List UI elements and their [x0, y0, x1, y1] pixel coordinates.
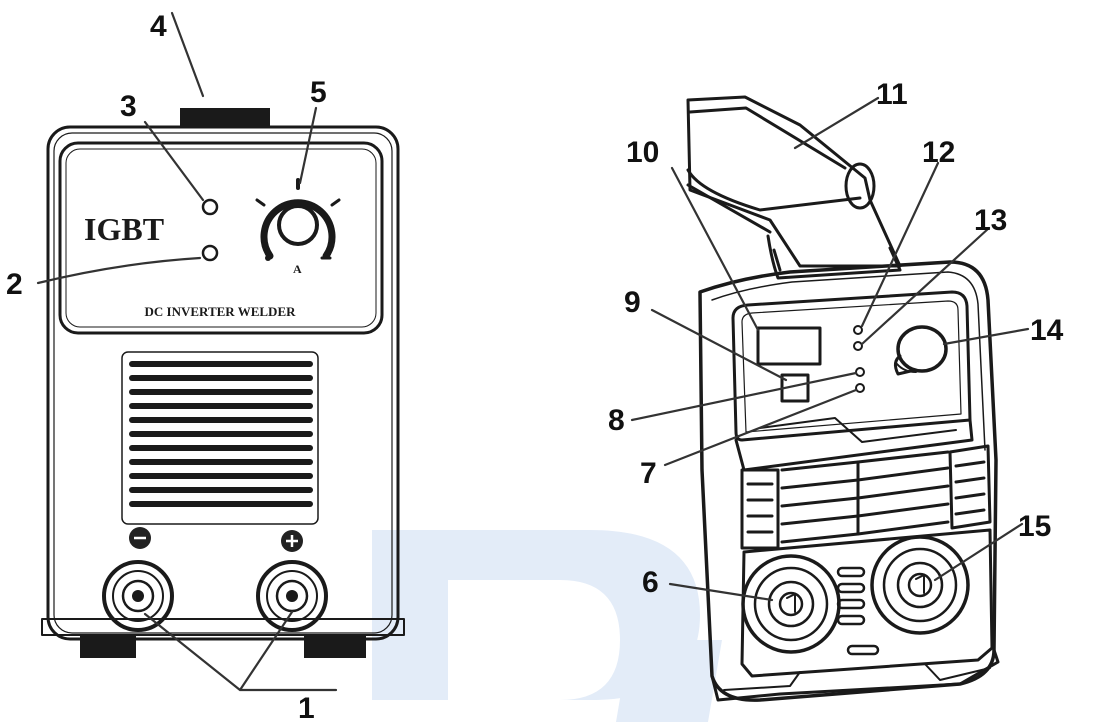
leader-14 — [942, 327, 1030, 346]
leader-8 — [630, 371, 858, 422]
leader-7 — [663, 388, 858, 467]
terminal-recess — [740, 528, 994, 678]
indicator-light-upper — [201, 198, 219, 216]
foot-right — [304, 636, 366, 658]
callout-12: 12 — [922, 136, 955, 169]
front-view-welder: IGBT DC INVERTER WELDER A — [41, 108, 405, 658]
indicator-light-8 — [855, 367, 865, 377]
front-control-panel — [58, 141, 384, 335]
callout-numbers: 1 2 3 4 5 6 7 8 9 10 11 12 13 14 15 — [6, 10, 1064, 722]
leader-11 — [793, 96, 880, 150]
indicator-light-13 — [853, 341, 863, 351]
output-terminal-negative — [102, 560, 174, 632]
callout-8: 8 — [608, 404, 625, 437]
panel-chamfer-ridge — [759, 417, 957, 443]
negative-polarity-icon — [129, 527, 151, 549]
top-handle — [180, 108, 270, 128]
middle-connector-slots — [836, 566, 880, 656]
output-terminal-positive — [256, 560, 328, 632]
callout-11: 11 — [876, 78, 908, 111]
callout-2: 2 — [6, 268, 23, 301]
panel-chamfer — [734, 418, 974, 472]
leader-2 — [36, 256, 202, 285]
side-vent-louvers — [740, 444, 992, 550]
callout-4: 4 — [150, 10, 167, 43]
brand-label: IGBT — [84, 211, 164, 247]
callout-7: 7 — [640, 457, 657, 490]
indicator-light-7 — [855, 383, 865, 393]
foot-left — [80, 636, 136, 658]
perspective-base-feet — [723, 663, 991, 691]
callout-10: 10 — [626, 136, 659, 169]
welder-body-inner-edge — [53, 132, 393, 634]
callout-3: 3 — [120, 90, 137, 123]
leader-15 — [933, 522, 1024, 582]
leader-9 — [650, 308, 788, 382]
leader-1 — [143, 610, 338, 692]
callout-5: 5 — [310, 76, 327, 109]
perspective-view-welder — [686, 95, 1000, 702]
model-label: DC INVERTER WELDER — [145, 304, 297, 319]
current-knob-14 — [893, 325, 948, 376]
base-strip — [41, 618, 405, 636]
leader-10 — [670, 166, 760, 332]
perspective-body-inner-edge — [711, 271, 986, 451]
callout-13: 13 — [974, 204, 1007, 237]
leader-6 — [668, 582, 774, 602]
indicator-light-lower — [201, 244, 219, 262]
indicator-light-12 — [853, 325, 863, 335]
callout-14: 14 — [1030, 314, 1064, 347]
carry-strap — [686, 95, 902, 280]
callout-leader-lines — [36, 11, 1030, 692]
front-control-panel-inner — [65, 148, 377, 328]
perspective-base — [710, 648, 1000, 702]
brand-watermark-logo — [372, 530, 722, 722]
output-terminal-6 — [741, 554, 841, 654]
callout-6: 6 — [642, 566, 659, 599]
rear-control-panel-inner — [741, 300, 962, 433]
front-vent-louvers — [121, 351, 319, 525]
welder-body — [46, 125, 400, 641]
leader-3 — [143, 120, 205, 202]
leader-12 — [860, 161, 940, 328]
callout-1: 1 — [298, 692, 315, 722]
leader-5 — [298, 106, 318, 185]
callout-15: 15 — [1018, 510, 1051, 543]
leader-4 — [170, 11, 205, 98]
current-adjust-knob — [255, 178, 341, 261]
digital-display — [756, 326, 822, 366]
callout-9: 9 — [624, 286, 641, 319]
leader-13 — [860, 226, 991, 346]
output-terminal-15 — [870, 535, 970, 635]
knob-unit-label: A — [293, 262, 302, 276]
positive-polarity-icon — [281, 530, 303, 552]
